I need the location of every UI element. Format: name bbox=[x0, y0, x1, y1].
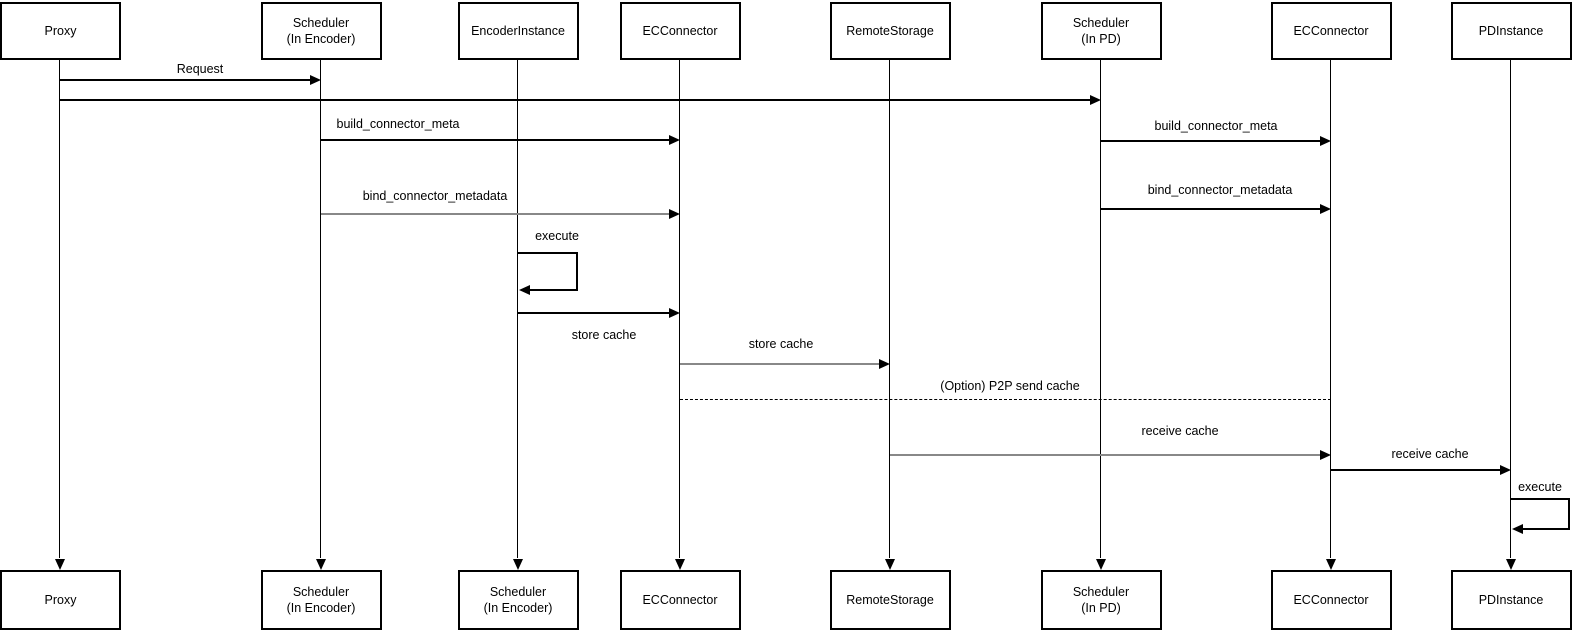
lifeline-arrowhead-scheduler-encoder bbox=[315, 559, 326, 570]
message-line-bind-connector-metadata-right bbox=[1101, 208, 1322, 210]
actor-top-label-scheduler-encoder-line1: (In Encoder) bbox=[286, 32, 356, 46]
actor-top-box-pd-instance: PDInstance bbox=[1450, 2, 1572, 60]
message-label-receive-cache-2: receive cache bbox=[1389, 447, 1471, 461]
message-line-receive-cache-2 bbox=[1331, 469, 1502, 471]
lifeline-arrowhead-proxy bbox=[54, 559, 65, 570]
actor-bottom-label-scheduler-pd-line0: Scheduler bbox=[1072, 584, 1130, 599]
actor-bottom-box-ec-connector-1: ECConnector bbox=[619, 570, 741, 630]
message-line-build-connector-meta-right bbox=[1101, 140, 1322, 142]
actor-top-label-ec-connector-2-line0: ECConnector bbox=[1293, 23, 1369, 38]
actor-bottom-label-encoder-instance-line1: (In Encoder) bbox=[483, 601, 553, 615]
actor-top-box-encoder-instance: EncoderInstance bbox=[457, 2, 579, 60]
message-arrowhead-store-cache-2 bbox=[879, 359, 890, 369]
actor-bottom-label-ec-connector-2-line0: ECConnector bbox=[1293, 592, 1369, 607]
actor-top-label-remote-storage-line0: RemoteStorage bbox=[846, 23, 934, 38]
message-arrowhead-bind-connector-metadata-right bbox=[1320, 204, 1331, 214]
lifeline-pd-instance bbox=[1510, 60, 1512, 558]
lifeline-scheduler-encoder bbox=[320, 60, 322, 558]
selfloop-bottom-execute-pd bbox=[1521, 528, 1570, 530]
actor-bottom-box-scheduler-pd: Scheduler (In PD) bbox=[1040, 570, 1162, 630]
actor-bottom-label-scheduler-encoder-line1: (In Encoder) bbox=[286, 601, 356, 615]
actor-bottom-label-remote-storage-line0: RemoteStorage bbox=[846, 592, 934, 607]
message-label-build-connector-meta-right: build_connector_meta bbox=[1152, 119, 1280, 133]
message-label-execute-encoder: execute bbox=[533, 229, 581, 243]
actor-bottom-label-scheduler-encoder-line0: Scheduler bbox=[292, 584, 350, 599]
message-line-p2p-send-cache bbox=[680, 399, 1331, 400]
selfloop-arrowhead-execute-pd bbox=[1512, 524, 1523, 534]
message-arrowhead-store-cache-1 bbox=[669, 308, 680, 318]
actor-bottom-box-scheduler-encoder: Scheduler (In Encoder) bbox=[260, 570, 382, 630]
selfloop-top-execute-pd bbox=[1511, 498, 1570, 500]
actor-bottom-box-proxy: Proxy bbox=[0, 570, 121, 630]
actor-bottom-box-remote-storage: RemoteStorage bbox=[829, 570, 951, 630]
actor-top-box-remote-storage: RemoteStorage bbox=[829, 2, 951, 60]
lifeline-ec-connector-2 bbox=[1330, 60, 1332, 558]
lifeline-remote-storage bbox=[889, 60, 891, 558]
message-line-receive-cache-1 bbox=[890, 454, 1322, 456]
actor-top-box-proxy: Proxy bbox=[0, 2, 121, 60]
actor-top-box-scheduler-encoder: Scheduler (In Encoder) bbox=[260, 2, 382, 60]
message-line-request bbox=[60, 79, 312, 81]
message-arrowhead-receive-cache-2 bbox=[1500, 465, 1511, 475]
actor-bottom-box-ec-connector-2: ECConnector bbox=[1270, 570, 1392, 630]
actor-top-label-proxy-line0: Proxy bbox=[44, 23, 77, 38]
lifeline-encoder-instance bbox=[517, 60, 519, 558]
message-label-p2p-send-cache: (Option) P2P send cache bbox=[938, 379, 1082, 393]
lifeline-arrowhead-ec-connector-1 bbox=[674, 559, 685, 570]
message-label-bind-connector-metadata-right: bind_connector_metadata bbox=[1145, 183, 1295, 197]
message-line-build-connector-meta-left bbox=[321, 139, 671, 141]
message-arrowhead-build-connector-meta-right bbox=[1320, 136, 1331, 146]
message-arrowhead-bind-connector-metadata-left bbox=[669, 209, 680, 219]
actor-top-label-ec-connector-1-line0: ECConnector bbox=[642, 23, 718, 38]
message-arrowhead-build-connector-meta-left bbox=[669, 135, 680, 145]
lifeline-scheduler-pd bbox=[1100, 60, 1102, 558]
actor-top-box-ec-connector-1: ECConnector bbox=[619, 2, 741, 60]
actor-bottom-label-scheduler-pd-line1: (In PD) bbox=[1081, 601, 1121, 615]
actor-bottom-box-pd-instance: PDInstance bbox=[1450, 570, 1572, 630]
actor-bottom-label-ec-connector-1-line0: ECConnector bbox=[642, 592, 718, 607]
actor-top-label-scheduler-pd-line1: (In PD) bbox=[1081, 32, 1121, 46]
message-arrowhead-proxy-to-scheduler-pd bbox=[1090, 95, 1101, 105]
message-arrowhead-receive-cache-1 bbox=[1320, 450, 1331, 460]
actor-top-box-scheduler-pd: Scheduler (In PD) bbox=[1040, 2, 1162, 60]
lifeline-arrowhead-pd-instance bbox=[1505, 559, 1516, 570]
lifeline-arrowhead-ec-connector-2 bbox=[1325, 559, 1336, 570]
message-label-receive-cache-1: receive cache bbox=[1139, 424, 1221, 438]
actor-bottom-box-encoder-instance: Scheduler (In Encoder) bbox=[457, 570, 579, 630]
lifeline-arrowhead-scheduler-pd bbox=[1095, 559, 1106, 570]
message-label-store-cache-1: store cache bbox=[569, 328, 639, 342]
selfloop-right-execute-pd bbox=[1568, 498, 1570, 529]
lifeline-arrowhead-remote-storage bbox=[884, 559, 895, 570]
message-arrowhead-request bbox=[310, 75, 321, 85]
actor-top-label-encoder-instance-line0: EncoderInstance bbox=[471, 23, 565, 38]
actor-top-label-scheduler-pd-line0: Scheduler bbox=[1072, 15, 1130, 30]
lifeline-arrowhead-encoder-instance bbox=[512, 559, 523, 570]
actor-bottom-label-encoder-instance-line0: Scheduler bbox=[489, 584, 547, 599]
message-label-build-connector-meta-left: build_connector_meta bbox=[334, 117, 462, 131]
message-line-store-cache-1 bbox=[518, 312, 671, 314]
actor-top-label-scheduler-encoder-line0: Scheduler bbox=[292, 15, 350, 30]
message-label-bind-connector-metadata-left: bind_connector_metadata bbox=[360, 189, 510, 203]
selfloop-right-execute-encoder bbox=[576, 252, 578, 290]
message-line-proxy-to-scheduler-pd bbox=[60, 99, 1092, 101]
selfloop-top-execute-encoder bbox=[518, 252, 578, 254]
message-line-bind-connector-metadata-left bbox=[321, 213, 671, 215]
actor-bottom-label-proxy-line0: Proxy bbox=[44, 592, 77, 607]
lifeline-proxy bbox=[59, 60, 61, 558]
message-label-request: Request bbox=[174, 62, 226, 76]
message-label-execute-pd: execute bbox=[1516, 480, 1564, 494]
actor-top-label-pd-instance-line0: PDInstance bbox=[1478, 23, 1544, 38]
message-label-store-cache-2: store cache bbox=[746, 337, 816, 351]
selfloop-arrowhead-execute-encoder bbox=[519, 285, 530, 295]
message-line-store-cache-2 bbox=[680, 363, 881, 365]
actor-bottom-label-pd-instance-line0: PDInstance bbox=[1478, 592, 1544, 607]
actor-top-box-ec-connector-2: ECConnector bbox=[1270, 2, 1392, 60]
selfloop-bottom-execute-encoder bbox=[528, 289, 578, 291]
